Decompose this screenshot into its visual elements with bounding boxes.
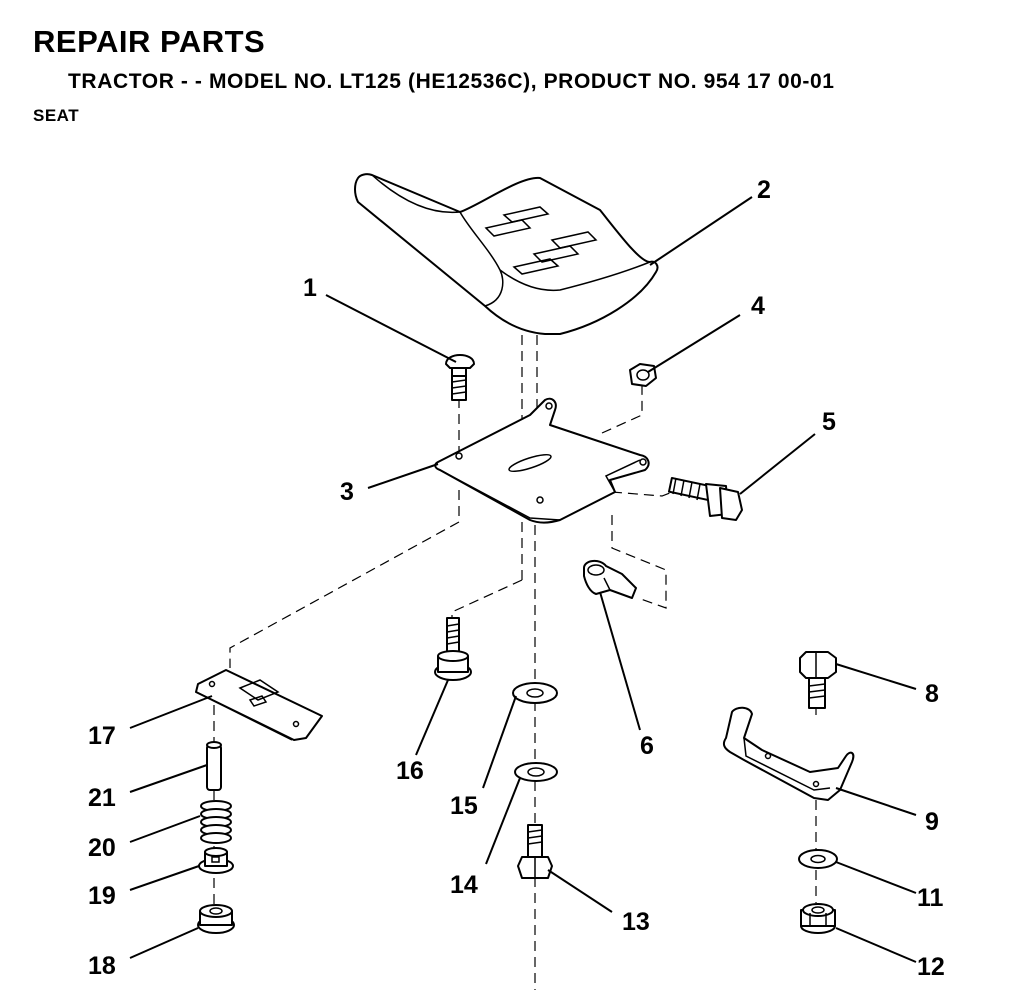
- seat-part[interactable]: [354, 173, 659, 335]
- seat-pad-3: [550, 231, 598, 249]
- section-label: SEAT: [33, 106, 80, 125]
- seat-pad-4: [532, 245, 580, 263]
- callout-20: 20: [88, 834, 116, 862]
- seat-pad-5: [512, 258, 560, 275]
- callout-1: 1: [303, 274, 317, 302]
- seat-pad-1: [502, 206, 550, 223]
- wire-clip-part[interactable]: [583, 560, 637, 599]
- leader-lines: [129, 196, 917, 963]
- callout-17: 17: [88, 722, 116, 750]
- shoulder-bolt-part[interactable]: [434, 617, 472, 681]
- hex-bolt-right-part[interactable]: [799, 651, 837, 709]
- hex-bolt-vertical-part[interactable]: [517, 824, 553, 879]
- model-subtitle: TRACTOR - - MODEL NO. LT125 (HE12536C), …: [68, 70, 835, 93]
- flange-nut-part[interactable]: [197, 904, 235, 934]
- callout-18-placeholder: 21: [88, 784, 116, 812]
- callout-15: 15: [450, 792, 478, 820]
- callout-8: 8: [925, 680, 939, 708]
- lock-nut-right-part[interactable]: [800, 903, 836, 934]
- seat-pan-bracket-part[interactable]: [434, 397, 650, 524]
- callout-6: 6: [640, 732, 654, 760]
- pin-part[interactable]: [206, 741, 222, 791]
- page-title: REPAIR PARTS: [33, 24, 266, 59]
- hex-nut-part[interactable]: [629, 363, 657, 387]
- callout-3: 3: [340, 478, 354, 506]
- callout-2: 2: [757, 176, 771, 204]
- washer-right-part[interactable]: [798, 849, 838, 869]
- callout-14: 14: [450, 871, 478, 899]
- compression-spring-part[interactable]: [200, 800, 232, 844]
- callout-4: 4: [751, 292, 765, 320]
- callout-5: 5: [822, 408, 836, 436]
- callout-13: 13: [622, 908, 650, 936]
- callout-16: 16: [396, 757, 424, 785]
- bushing-part[interactable]: [198, 847, 234, 874]
- callout-12: 12: [917, 953, 945, 981]
- callout-labels: 1 2 3 4 5 6 8 9 11 12 13 14 15 16 17 21 …: [88, 176, 945, 981]
- callout-19: 19: [88, 882, 116, 910]
- lock-washer-part[interactable]: [514, 762, 558, 782]
- slide-rail-part[interactable]: [195, 669, 323, 741]
- mounting-bracket-part[interactable]: [722, 706, 855, 801]
- seat-pad-2: [484, 219, 532, 237]
- callout-9: 9: [925, 808, 939, 836]
- carriage-bolt-part[interactable]: [445, 354, 475, 401]
- callout-18: 18: [88, 952, 116, 980]
- hex-bolt-part[interactable]: [667, 476, 743, 521]
- callout-11: 11: [917, 884, 944, 912]
- flat-washer-part[interactable]: [512, 682, 558, 704]
